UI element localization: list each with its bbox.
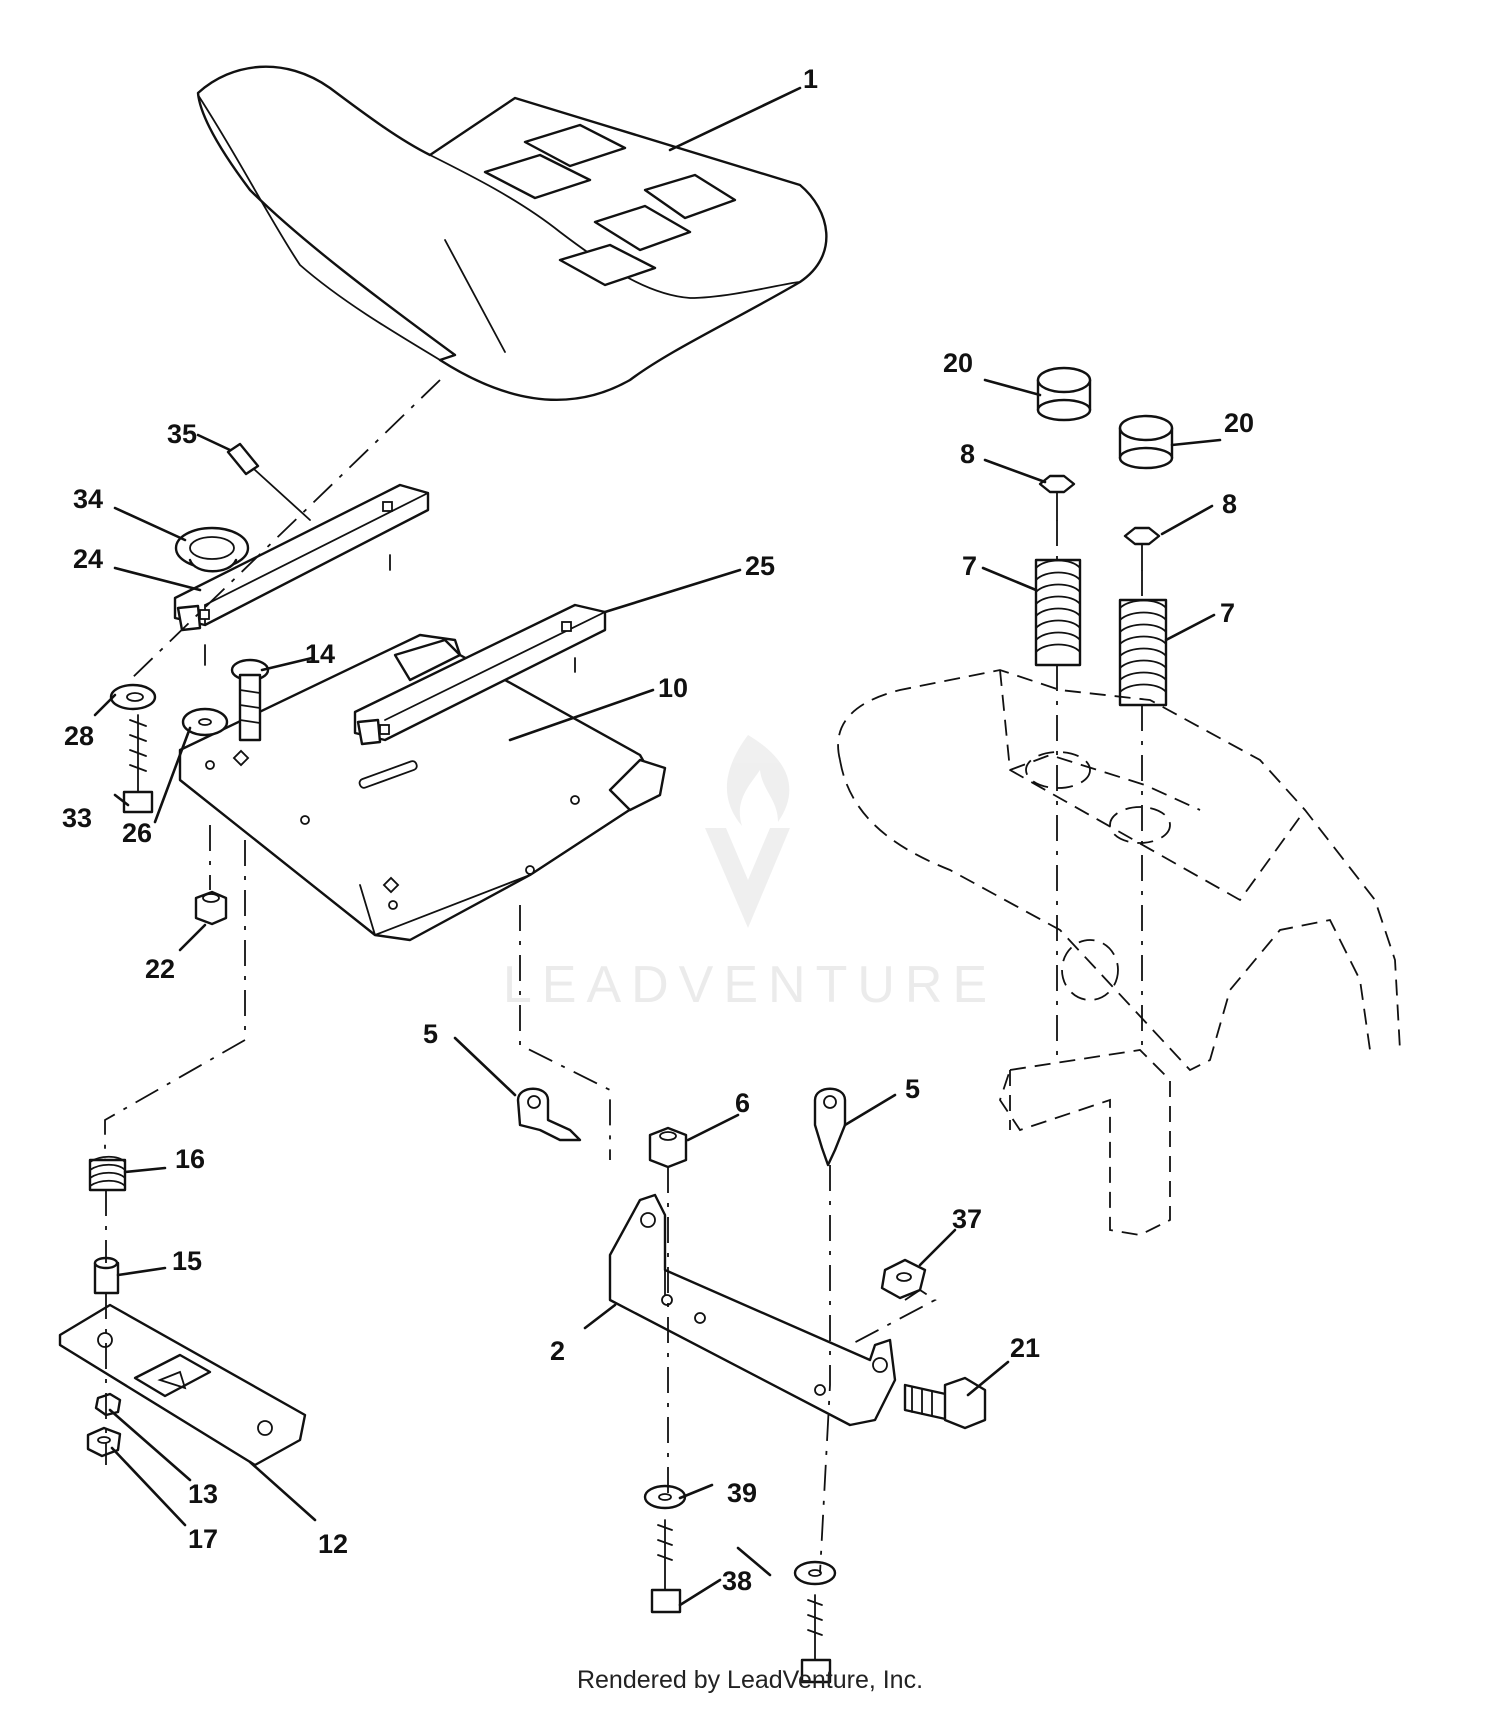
nut-22-part (194, 890, 228, 926)
spacer-20a-part (1036, 366, 1092, 422)
callout-25: 25 (745, 551, 775, 581)
callout-37: 37 (952, 1204, 982, 1234)
frame-phantom (837, 669, 1401, 1236)
seat-grip-pads (483, 123, 737, 287)
washer-28-part (109, 683, 157, 711)
washer-26-part (181, 707, 229, 737)
spring-7b-part (1118, 598, 1168, 707)
leader-lines (93, 86, 1222, 1607)
callout-28: 28 (64, 721, 94, 751)
callout-12: 12 (318, 1529, 348, 1559)
callout-8a: 8 (960, 439, 975, 469)
washer-39b-part (793, 1560, 837, 1586)
spring-16-part (88, 1155, 127, 1192)
spacer-20b-part (1118, 414, 1174, 470)
seat-part (196, 65, 828, 401)
callout-7a: 7 (962, 551, 977, 581)
callout-21: 21 (1010, 1333, 1040, 1363)
callout-20a: 20 (943, 348, 973, 378)
callout-20b: 20 (1224, 408, 1254, 438)
washer-39a-part (643, 1484, 687, 1510)
bolt-38b-part (800, 1594, 832, 1684)
callout-5b: 5 (905, 1074, 920, 1104)
callout-6: 6 (735, 1088, 750, 1118)
assembly-centerlines (104, 379, 1143, 1574)
spring-7a-part (1034, 558, 1082, 667)
spacer-15-part (93, 1256, 120, 1295)
nut-13-part (94, 1392, 122, 1417)
callout-10: 10 (658, 673, 688, 703)
seat-pan-part (178, 633, 667, 942)
callout-8b: 8 (1222, 489, 1237, 519)
bumper-34-part (174, 526, 250, 573)
callout-35: 35 (167, 419, 197, 449)
rendered-by-footer: Rendered by LeadVenture, Inc. (576, 1666, 924, 1694)
rail-24-part (173, 483, 430, 666)
bracket-12-part (58, 1303, 307, 1467)
callout-2: 2 (550, 1336, 565, 1366)
rail-25-part (353, 603, 607, 746)
callout-14: 14 (305, 639, 335, 669)
callout-labels: 1 20 20 35 8 8 34 24 25 7 7 14 10 28 33 … (62, 64, 1254, 1596)
bolt-21-part (903, 1376, 987, 1430)
clip-5a-part (516, 1087, 582, 1142)
bolt-38a-part (650, 1519, 682, 1614)
callout-5a: 5 (423, 1019, 438, 1049)
pin-35-part (226, 442, 311, 521)
callout-7b: 7 (1220, 598, 1235, 628)
callout-24: 24 (73, 544, 103, 574)
callout-39: 39 (727, 1478, 757, 1508)
watermark-logo: LEADVENTURE (503, 735, 997, 1014)
screw-8b-part (1123, 526, 1161, 571)
nut-6-part (648, 1126, 688, 1169)
callout-13: 13 (188, 1479, 218, 1509)
callout-33: 33 (62, 803, 92, 833)
callout-1: 1 (803, 64, 818, 94)
clip-5b-part (813, 1087, 847, 1167)
callout-17: 17 (188, 1524, 218, 1554)
bolt-14-part (230, 658, 270, 742)
callout-22: 22 (145, 954, 175, 984)
callout-16: 16 (175, 1144, 205, 1174)
bracket-2-part (608, 1193, 897, 1427)
callout-34: 34 (73, 484, 103, 514)
callout-15: 15 (172, 1246, 202, 1276)
nut-37-part (880, 1258, 927, 1300)
callout-38: 38 (722, 1566, 752, 1596)
screw-8a-part (1038, 474, 1076, 521)
bolt-33-part (122, 714, 154, 814)
watermark-text: LEADVENTURE (503, 956, 997, 1014)
callout-26: 26 (122, 818, 152, 848)
